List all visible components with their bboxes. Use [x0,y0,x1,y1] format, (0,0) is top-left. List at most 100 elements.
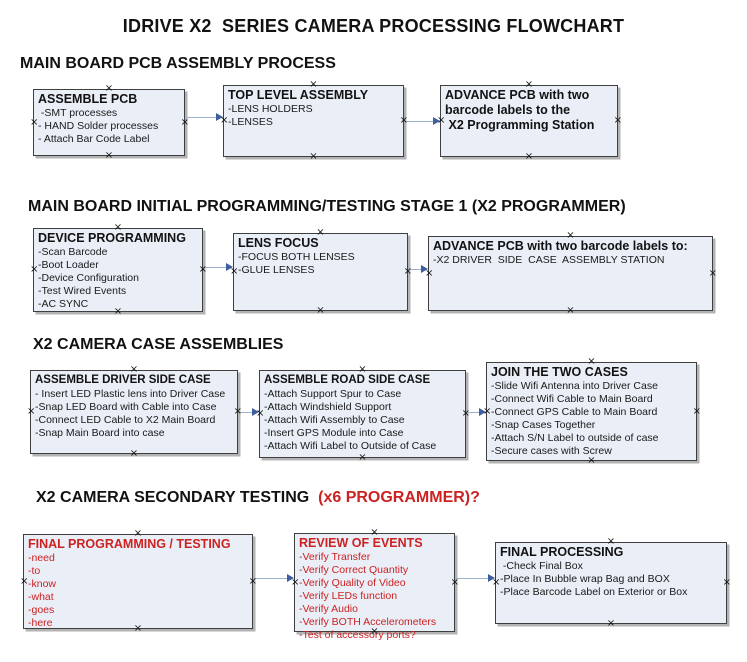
arrow-head-icon [421,265,428,273]
box-item: -X2 DRIVER SIDE CASE ASSEMBLY STATION [433,254,665,266]
arrow-head-icon [488,574,495,582]
connector-x-icon: × [708,267,717,279]
arrow-head-icon [479,408,486,416]
flow-arrow [254,574,294,583]
arrow-head-icon [433,117,440,125]
connector-x-icon: × [104,150,114,161]
box-title: JOIN THE TWO CASES [491,365,628,379]
flow-box-final-processing[interactable]: ×××× FINAL PROCESSING -Check Final Box -… [492,537,731,629]
box-item: -Snap Main Board into case [35,427,165,439]
arrow-head-icon [226,263,233,271]
box-item: -know [28,578,57,590]
box-item: -Insert GPS Module into Case [264,427,404,439]
flow-box-assemble-road-side-case[interactable]: ×××× ASSEMBLE ROAD SIDE CASE -Attach Sup… [256,365,470,463]
box-item: -AC SYNC [38,298,89,310]
box-item: -Verify Transfer [299,551,371,563]
connector-x-icon: × [606,618,616,629]
box-title: FINAL PROGRAMMING / TESTING [28,537,231,551]
box-item: -Connect Wifi Cable to Main Board [491,393,653,405]
box-item: -Verify LEDs function [299,590,398,602]
connector-x-icon: × [566,305,575,316]
box-item: - HAND Solder processes [38,120,159,132]
box-title: ASSEMBLE PCB [38,92,138,106]
flow-arrow [239,408,259,417]
flow-box-review-of-events[interactable]: ×××× REVIEW OF EVENTS -Verify Transfer -… [291,528,459,642]
box-item: -Verify Audio [299,603,358,615]
arrow-head-icon [287,574,294,582]
box-item: -Scan Barcode [38,246,108,258]
arrow-shaft [254,577,288,580]
box-title: FINAL PROCESSING [500,545,624,559]
box-title: TOP LEVEL ASSEMBLY [228,88,369,102]
box-item: -Snap LED Board with Cable into Case [35,401,217,413]
box-item: - Insert LED Plastic lens into Driver Ca… [35,388,226,400]
box-item: -Attach Wifi Label to Outside of Case [264,440,437,452]
flow-box-device-programming[interactable]: ×××× DEVICE PROGRAMMING -Scan Barcode -B… [30,223,207,317]
box-item: -goes [28,604,55,616]
box-item: -Snap Cases Together [491,419,596,431]
arrow-shaft [409,268,422,271]
arrow-shaft [204,266,227,269]
box-item: -what [28,591,54,603]
arrow-shaft [186,116,217,119]
box-item: -GLUE LENSES [238,264,315,276]
box-item: -Device Configuration [38,272,139,284]
connector-x-icon: × [129,448,139,459]
flow-box-final-programming-testing[interactable]: ×××× FINAL PROGRAMMING / TESTING -need -… [20,529,257,634]
connector-x-icon: × [613,115,622,126]
box-item: -Test of accessory ports? [299,629,416,641]
box-item: -Verify Correct Quantity [299,564,409,576]
arrow-head-icon [216,113,223,121]
box-item: -Attach Windshield Support [264,401,392,413]
arrow-shaft [467,411,480,414]
box-item: -Secure cases with Screw [491,445,612,457]
section-heading-case-assemblies: X2 CAMERA CASE ASSEMBLIES [33,336,284,353]
section-heading-secondary-testing: X2 CAMERA SECONDARY TESTING (x6 PROGRAMM… [36,489,480,507]
flow-arrow [409,265,428,274]
arrow-shaft [456,577,489,580]
box-item: -Connect LED Cable to X2 Main Board [35,414,216,426]
box-item: -need [28,552,55,564]
flow-box-top-level-assembly[interactable]: ×××× TOP LEVEL ASSEMBLY -LENS HOLDERS -L… [220,80,408,162]
connector-x-icon: × [309,151,318,162]
box-item: -SMT processes [38,107,118,119]
box-item: -Attach S/N Label to outside of case [491,432,659,444]
connector-x-icon: × [722,577,731,588]
arrow-head-icon [252,408,259,416]
box-title: ADVANCE PCB with two barcode labels to t… [445,88,595,132]
connector-x-icon: × [316,305,325,316]
box-item: -Boot Loader [38,259,99,271]
box-item: - Attach Bar Code Label [38,133,150,145]
flow-arrow [456,574,495,583]
box-title: ASSEMBLE DRIVER SIDE CASE [35,374,211,386]
box-item: -Place In Bubble wrap Bag and BOX [500,573,670,585]
flow-box-lens-focus[interactable]: ×××× LENS FOCUS -FOCUS BOTH LENSES -GLUE… [230,228,412,316]
box-title: LENS FOCUS [238,236,319,250]
flow-box-assemble-driver-side-case[interactable]: ×××× ASSEMBLE DRIVER SIDE CASE - Insert … [27,365,242,459]
section-heading-black-part: X2 CAMERA SECONDARY TESTING [36,489,314,506]
box-title: REVIEW OF EVENTS [299,536,423,550]
flow-box-assemble-pcb[interactable]: ×××× ASSEMBLE PCB -SMT processes - HAND … [30,84,189,161]
box-item: -LENSES [228,116,273,128]
section-heading-red-part: (x6 PROGRAMMER)? [313,489,480,506]
flow-box-advance-pcb-programming-station[interactable]: ×××× ADVANCE PCB with two barcode labels… [437,80,622,162]
box-item: -Attach Support Spur to Case [264,388,402,400]
box-item: -Check Final Box [500,560,583,572]
box-title: ADVANCE PCB with two barcode labels to: [433,239,688,253]
box-item: -LENS HOLDERS [228,103,313,115]
flow-arrow [405,117,440,126]
flow-box-join-the-two-cases[interactable]: ×××× JOIN THE TWO CASES -Slide Wifi Ante… [483,357,701,466]
connector-x-icon: × [587,455,596,466]
box-item: -to [28,565,41,577]
flow-arrow [186,113,223,122]
box-item: -Slide Wifi Antenna into Driver Case [491,380,658,392]
flow-arrow [204,263,233,272]
arrow-shaft [239,411,253,414]
box-item: -Place Barcode Label on Exterior or Box [500,586,688,598]
arrow-shaft [405,120,434,123]
box-item: -FOCUS BOTH LENSES [238,251,355,263]
box-item: -Verify BOTH Accelerometers [299,616,437,628]
page-title: IDRIVE X2 SERIES CAMERA PROCESSING FLOWC… [122,16,625,36]
flow-box-advance-pcb-driver-side[interactable]: ×××× ADVANCE PCB with two barcode labels… [425,231,717,316]
